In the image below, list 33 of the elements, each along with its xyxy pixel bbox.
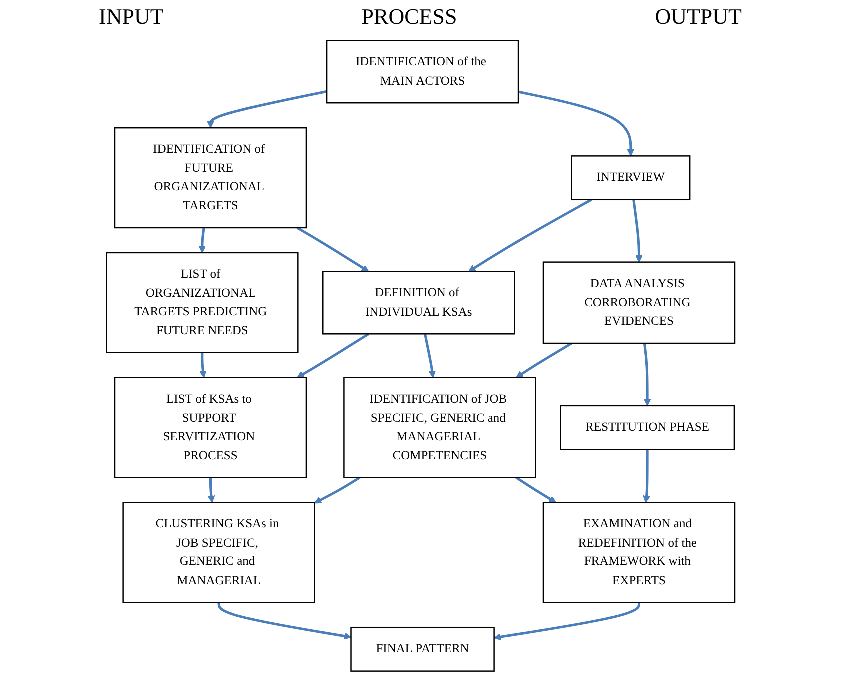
- arrow: [296, 226, 369, 272]
- node-box: [322, 271, 515, 335]
- node-box: [326, 40, 519, 104]
- arrow: [515, 476, 556, 504]
- node-box: [114, 127, 307, 229]
- arrow: [424, 334, 436, 378]
- arrow: [206, 90, 327, 128]
- arrow: [198, 228, 206, 254]
- node-box: [122, 502, 316, 604]
- arrow: [632, 200, 643, 263]
- arrow: [518, 90, 634, 156]
- arrow: [217, 602, 352, 640]
- arrow: [208, 478, 215, 504]
- node-box: [570, 156, 690, 200]
- node-box: [106, 252, 298, 354]
- arrow: [643, 343, 651, 406]
- arrow: [314, 476, 360, 504]
- column-heading: PROCESS: [362, 4, 458, 30]
- node-box: [560, 405, 735, 450]
- arrow: [642, 450, 650, 504]
- arrow: [296, 333, 370, 378]
- node-box: [542, 502, 736, 604]
- arrow: [199, 352, 206, 378]
- column-heading: OUTPUT: [655, 4, 742, 30]
- node-box: [114, 377, 307, 478]
- arrow: [468, 198, 592, 272]
- column-heading: INPUT: [99, 4, 164, 30]
- node-box: [542, 262, 736, 344]
- arrow: [494, 602, 640, 641]
- node-box: [343, 377, 536, 478]
- node-box: [350, 627, 495, 672]
- arrow: [516, 342, 572, 378]
- flowchart: IDENTIFICATION of the MAIN ACTORS IDENTIFICATION of FUTURE ORGANIZATIONAL TARGETS LIST of ORGANIZATIONAL TARGETS PREDICTING FUTURE NEEDS INTERVIEW DEFINITION of INDIVIDUAL KSAs LIST of KSAs to SUPPORT SERVITIZATION PROCESS DATA ANALYSIS CORROBORATING EVIDENCES IDENTIFICATION of JOB SPECIFIC, GENERIC and MANAGERIAL COMPETENCIES CLUSTERING KSAs in JOB SPECIFIC, GENERIC and MANAGERIAL RESTITUTION PHASE EXAMINATION and REDEFINITION of the FRAMEWORK with EXPERTS FINAL PATTERN: [100, 34, 742, 678]
